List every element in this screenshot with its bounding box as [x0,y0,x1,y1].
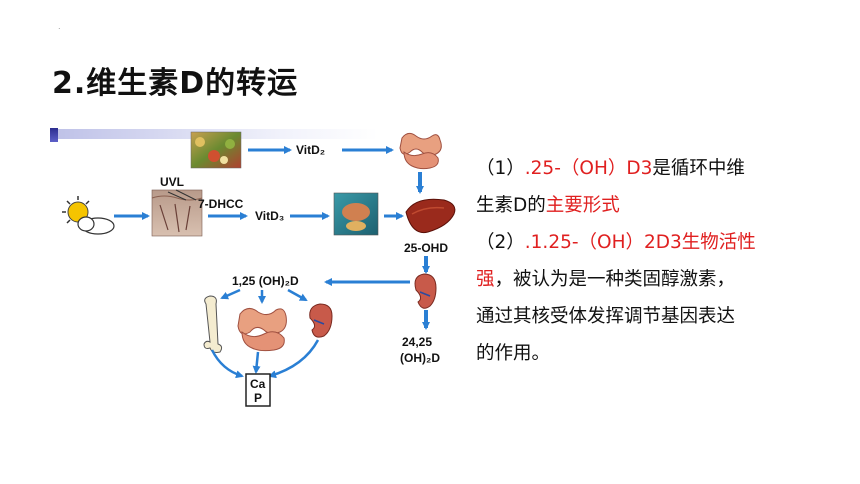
label-7dhcc: 7-DHCC [198,197,244,211]
explanation-text: （1）.25-（OH）D3是循环中维 生素D的主要形式 （2）.1.25-（OH… [476,150,806,372]
arrow-1-25-to-kidney [287,288,308,302]
intestine-icon [399,132,442,170]
arrow-1-25-to-bone [220,288,241,300]
skin-cross-section-icon [151,189,203,237]
label-p: P [254,391,262,405]
intestine-bottom-icon [237,308,287,352]
slide-title: 2.维生素D的转运 [52,66,299,101]
title-accent-block [50,128,58,142]
ca-p-box: Ca P [245,373,271,407]
sun-cloud-icon [62,196,115,235]
label-uvl: UVL [160,175,184,189]
label-1-25-oh2d: 1,25 (OH)₂D [232,274,299,288]
p2-line2: 强，被认为是一种类固醇激素， [476,269,736,290]
label-25-ohd: 25-OHD [404,241,448,255]
p2-line1: （2）.1.25-（OH）2D3生物活性 [476,232,756,253]
p2-line3: 通过其核受体发挥调节基因表达 [476,306,736,327]
bone-icon [203,295,223,353]
arrow-intestine-to-cap [252,351,261,374]
arrow-bone-to-cap [210,349,244,379]
arrow-kidney-to-cap [268,339,320,379]
body-organs-icon [333,192,379,236]
p1-line2: 生素D的主要形式 [476,195,620,216]
kidney-icon [414,273,437,309]
p1-line1: （1）.25-（OH）D3是循环中维 [476,158,745,179]
label-vitd2: VitD₂ [296,143,325,157]
label-24-25-line1: 24,25 [402,335,432,349]
food-icon [190,131,242,169]
slide-marker: . [58,22,61,31]
label-ca: Ca [250,377,266,391]
p2-line4: 的作用。 [476,343,551,364]
liver-icon [405,198,456,234]
label-vitd3: VitD₃ [255,209,284,223]
label-24-25-line2: (OH)₂D [400,351,440,365]
kidney-bottom-icon [309,303,333,338]
